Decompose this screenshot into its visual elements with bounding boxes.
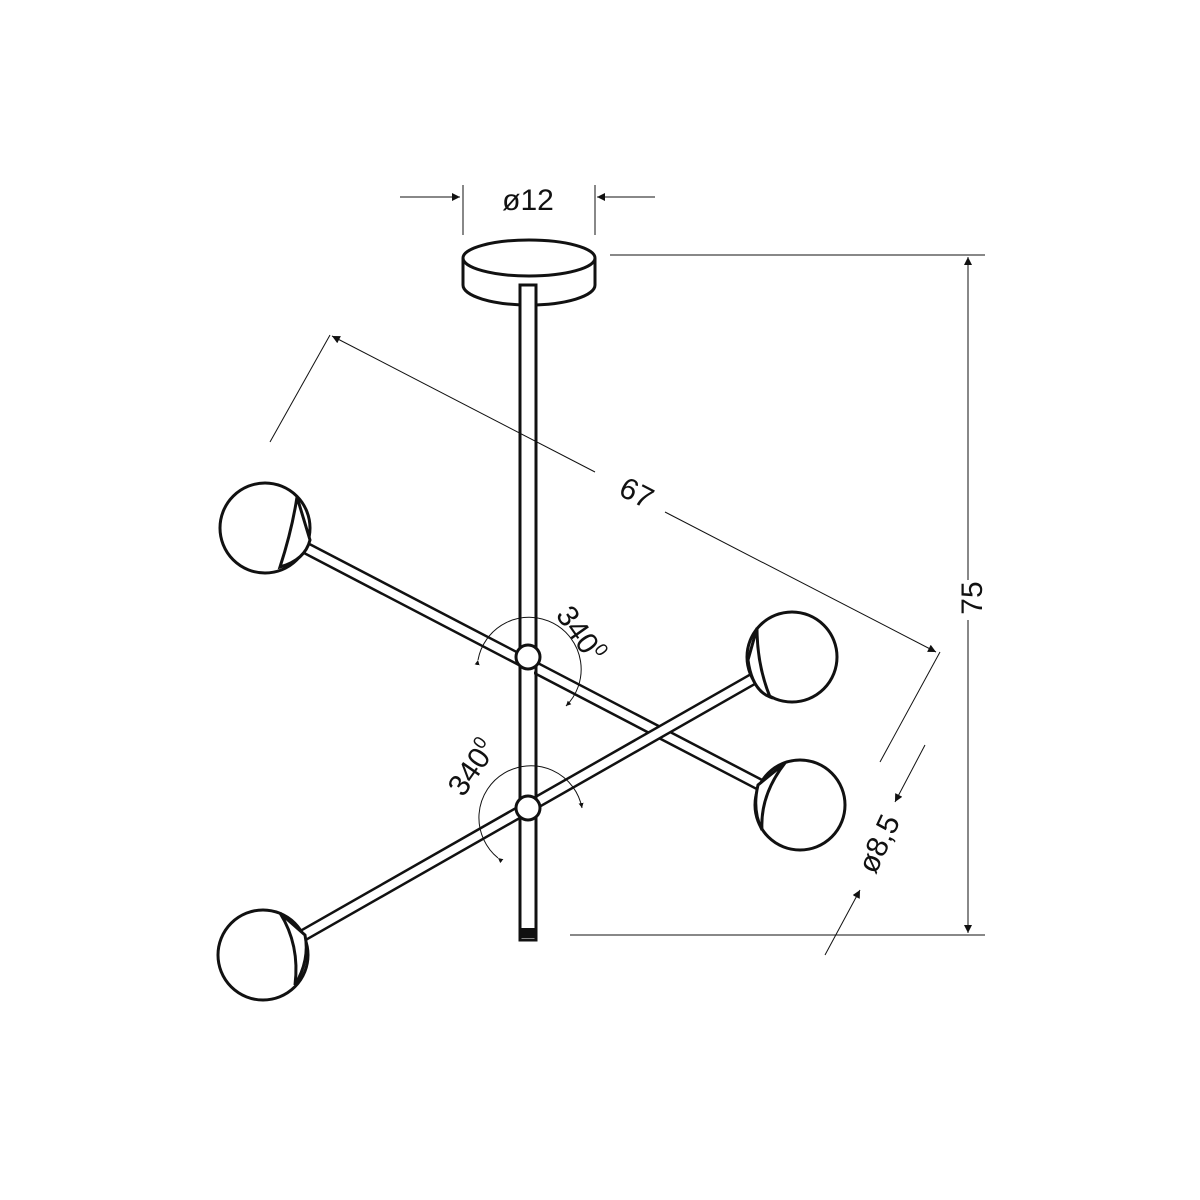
lower-rotation-arc: [478, 765, 584, 864]
span-dimension: [269, 334, 941, 763]
svg-text:3400: 3400: [440, 733, 503, 802]
canopy-diameter-label: ø12: [502, 184, 554, 217]
globe-diameter-dimension: [824, 744, 926, 956]
height-dimension: [570, 254, 985, 936]
height-label: 75: [956, 581, 989, 614]
lower-rotation-label: 340: [442, 742, 498, 802]
globe-diameter-label: ø8,5: [852, 810, 907, 878]
svg-text:3400: 3400: [549, 599, 612, 668]
globe-top-left: [218, 481, 312, 575]
globe-bottom-left: [216, 908, 310, 1002]
upper-rotation-arc: [474, 616, 582, 707]
canopy-diameter-dimension: [400, 185, 655, 235]
ceiling-canopy: [461, 238, 597, 307]
lower-joint: [514, 794, 542, 822]
globe-mid-right: [745, 610, 839, 704]
span-label: 67: [614, 471, 659, 516]
upper-joint: [514, 643, 542, 671]
globe-lower-right: [753, 758, 847, 852]
